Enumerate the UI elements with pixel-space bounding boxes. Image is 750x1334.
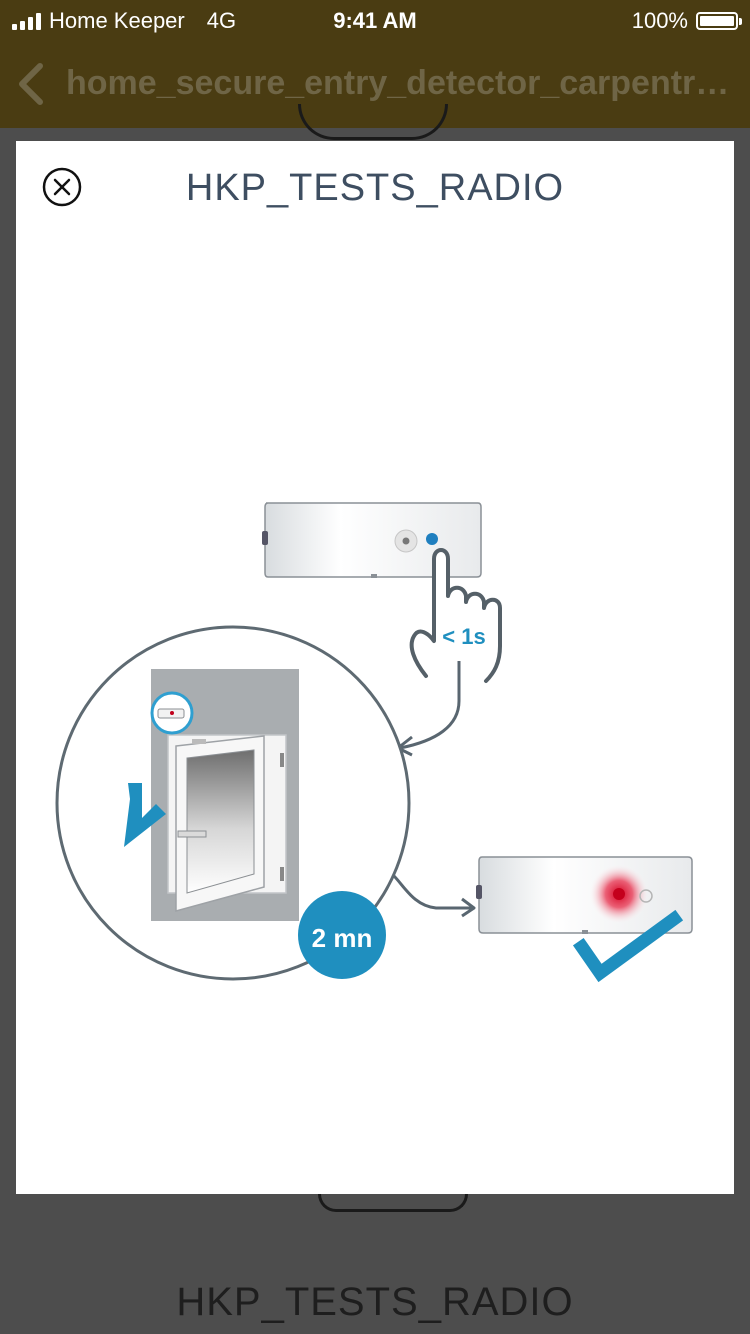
detector-device-bottom [476, 856, 693, 934]
background-ring-decoration [318, 1194, 468, 1212]
background-page-title: HKP_TESTS_RADIO [176, 1280, 574, 1324]
battery-percentage: 100% [631, 8, 688, 33]
press-duration-label: < 1s [442, 624, 486, 649]
checkmark-icon [572, 909, 684, 983]
nav-title: home_secure_entry_detector_carpentry_... [66, 64, 736, 102]
background-ring-decoration [298, 104, 448, 140]
signal-strength-icon [12, 12, 41, 30]
flow-arrow [392, 874, 474, 910]
chevron-left-icon[interactable] [14, 62, 50, 106]
detector-device-top [262, 502, 482, 578]
window-opening-scene [55, 625, 411, 981]
status-bar: Home Keeper 4G 9:41 AM 100% [0, 0, 750, 40]
flow-arrow [399, 661, 461, 750]
wait-duration-label: 2 mn [311, 923, 373, 953]
status-time: 9:41 AM [333, 8, 417, 33]
radio-test-illustration [55, 502, 693, 983]
modal-title: HKP_TESTS_RADIO [185, 167, 565, 209]
battery-icon [696, 12, 742, 30]
tests-radio-modal: HKP_TESTS_RADIO [16, 141, 734, 1194]
network-type: 4G [206, 8, 237, 33]
carrier-name: Home Keeper [49, 8, 185, 33]
hand-press-icon [409, 548, 502, 683]
duration-badge [298, 891, 386, 979]
close-circle-icon[interactable] [42, 167, 82, 207]
